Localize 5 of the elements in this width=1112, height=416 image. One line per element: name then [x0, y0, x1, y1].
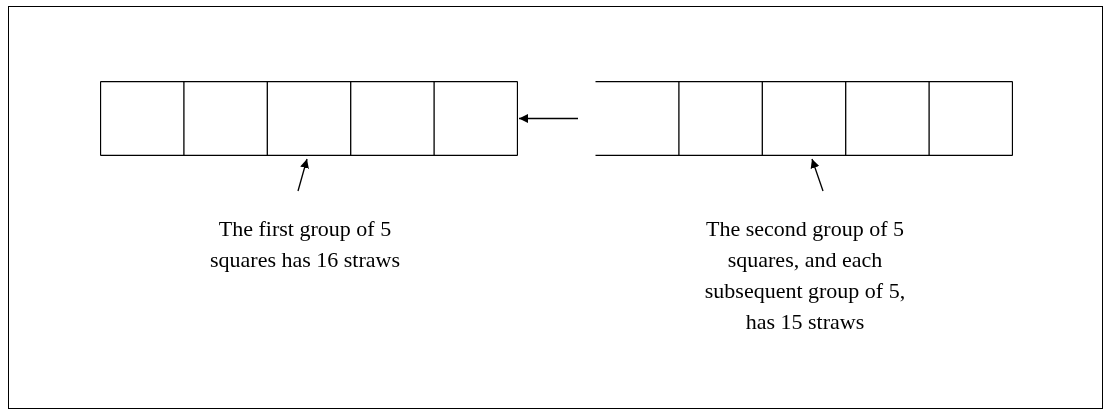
leader-arrow [810, 158, 824, 192]
caption-text: The second group of 5 squares, and each subsequent group of 5, has 15 straws [703, 215, 907, 336]
caption-text: The first group of 5 squares has 16 straws [209, 215, 401, 274]
leader-arrow [297, 158, 309, 192]
arrow [518, 114, 579, 123]
